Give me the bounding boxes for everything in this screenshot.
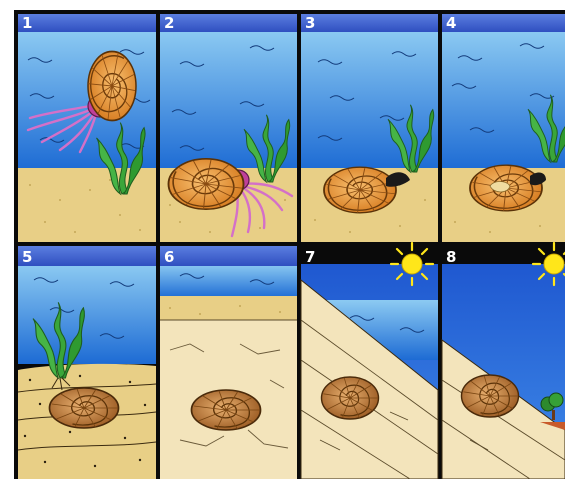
panel-2 [160, 30, 297, 242]
fossil-icon [462, 375, 519, 417]
panel-label-6: 6 [164, 248, 174, 266]
panel-4 [442, 30, 565, 242]
panel-label-8: 8 [446, 248, 456, 266]
panel-7 [301, 243, 438, 479]
panel-label-1: 1 [22, 14, 32, 32]
panel-5 [18, 264, 156, 479]
panel-3 [301, 30, 438, 242]
fossil-icon [50, 388, 119, 428]
panel-label-3: 3 [305, 14, 315, 32]
fossil-icon [192, 390, 261, 430]
ammonite-icon [88, 52, 136, 121]
panel-label-4: 4 [446, 14, 456, 32]
panel-6 [160, 264, 297, 479]
panel-label-2: 2 [164, 14, 174, 32]
panel-label-5: 5 [22, 248, 32, 266]
sun-icon [391, 243, 433, 285]
panel-1 [18, 30, 156, 242]
fossil-icon [322, 377, 379, 419]
ammonite-icon [169, 159, 244, 209]
panel-8 [442, 243, 565, 479]
panel-label-7: 7 [305, 248, 315, 266]
